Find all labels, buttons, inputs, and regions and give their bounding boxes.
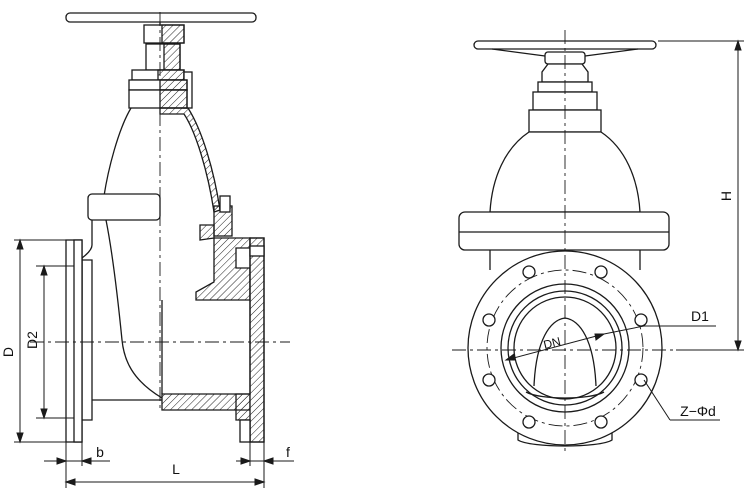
dimension-D2 xyxy=(36,264,74,420)
stem-and-bonnet-top xyxy=(128,43,193,109)
bonnet-front xyxy=(458,131,670,251)
label-D2: D2 xyxy=(24,331,40,349)
dimension-f xyxy=(236,442,294,466)
inlet-flange-side xyxy=(65,239,162,443)
label-H: H xyxy=(718,191,734,201)
label-f: f xyxy=(286,444,290,460)
dimension-b xyxy=(44,442,110,488)
label-D: D xyxy=(0,347,16,357)
label-DN: DN xyxy=(542,334,562,352)
dimension-DN-D1 xyxy=(504,325,716,361)
valve-body-side xyxy=(81,219,251,411)
outlet-flange-side xyxy=(235,237,265,443)
dimension-D xyxy=(14,238,66,444)
bolt-holes xyxy=(482,265,648,429)
dimension-H xyxy=(658,39,744,352)
centerlines-side xyxy=(30,12,290,410)
handwheel-side xyxy=(65,12,257,44)
dimension-L xyxy=(64,442,266,488)
front-view xyxy=(452,30,744,452)
label-D1: D1 xyxy=(691,308,709,324)
centerlines-front xyxy=(452,30,676,452)
side-section-view xyxy=(14,12,294,488)
bonnet-flange-side xyxy=(87,193,233,237)
label-b: b xyxy=(96,444,104,460)
label-L: L xyxy=(172,461,180,477)
label-bolt-holes: Z−Φd xyxy=(680,403,716,419)
leader-bolt-holes xyxy=(643,379,720,421)
